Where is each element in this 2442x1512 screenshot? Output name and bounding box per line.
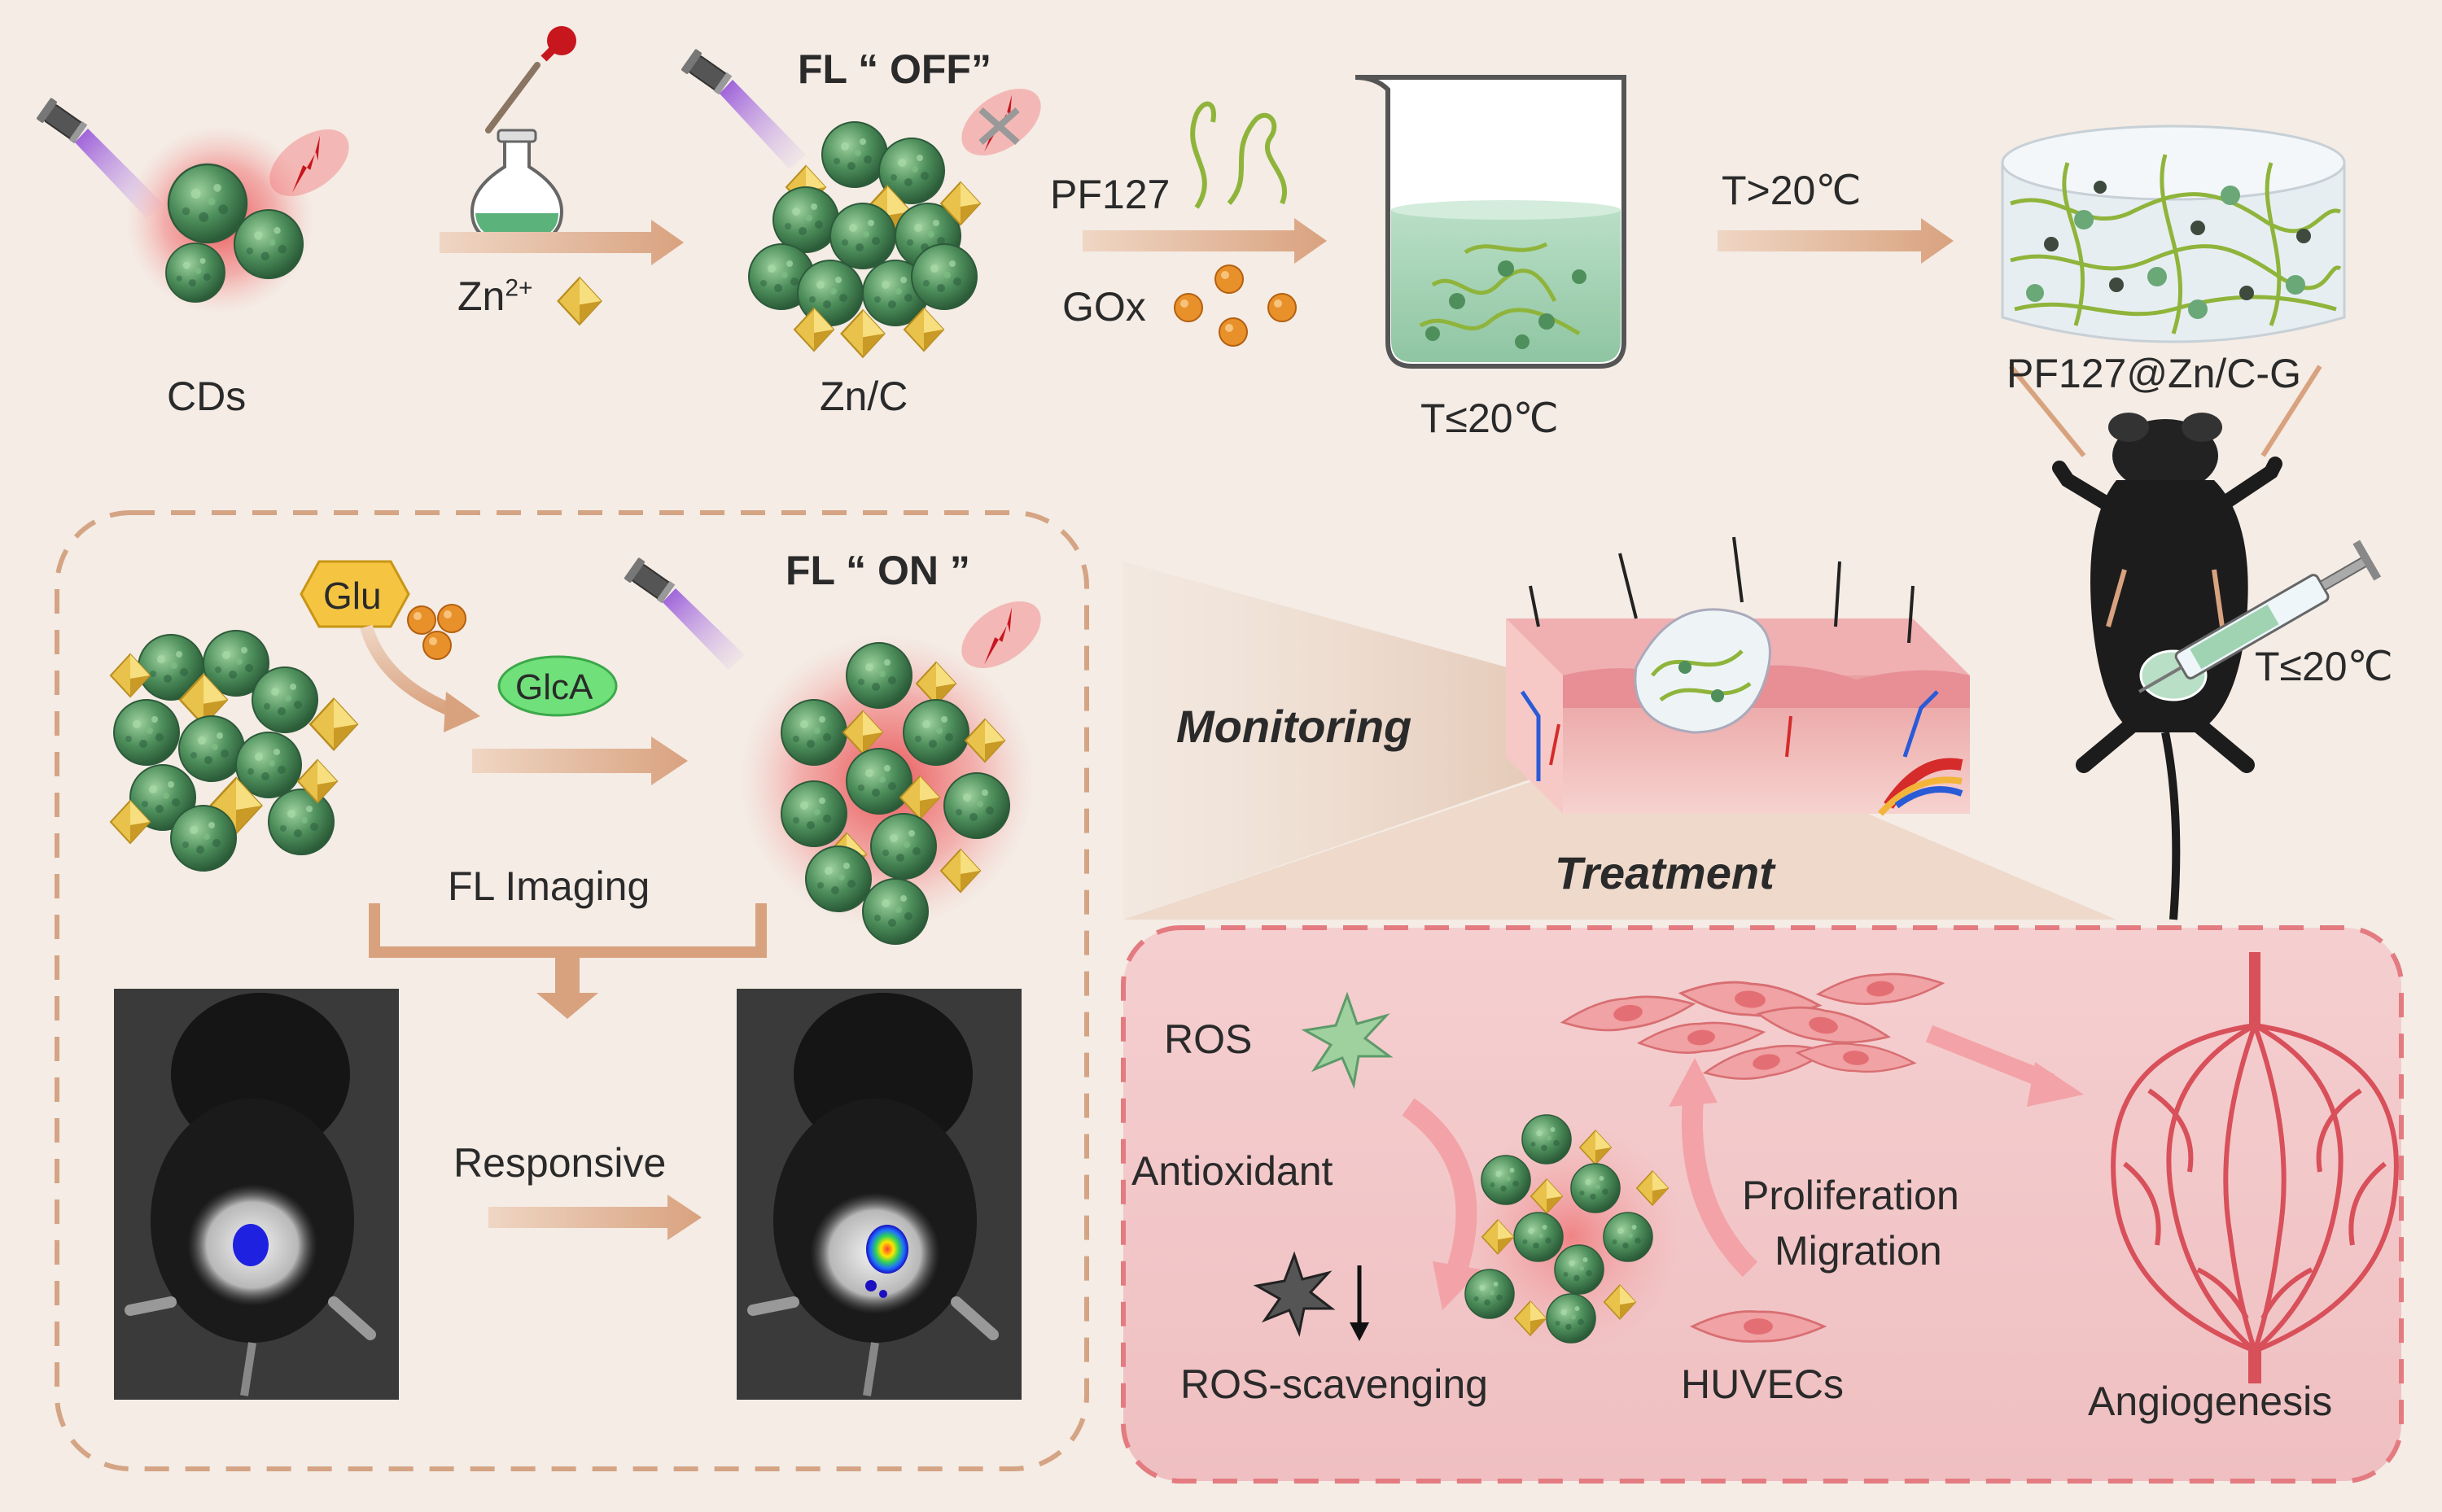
label-responsive: Responsive	[453, 1140, 667, 1186]
label-zn-ion: Zn2+	[457, 273, 533, 320]
skin-wound-icon	[1506, 536, 1970, 816]
label-glca: GlcA	[515, 667, 593, 707]
label-glu: Glu	[323, 575, 382, 617]
label-treatment: Treatment	[1555, 847, 1775, 898]
treatment-panel	[1121, 925, 2404, 1484]
hydrogel-disc	[2001, 125, 2346, 343]
label-cds: CDs	[167, 374, 247, 419]
arrow-responsive	[488, 1195, 702, 1240]
label-temp-low-inject: T≤20℃	[2255, 644, 2393, 689]
label-migration: Migration	[1775, 1228, 1942, 1274]
label-pf127: PF127	[1050, 172, 1171, 217]
ros-star-icon	[1301, 991, 1394, 1090]
label-znc: Zn/C	[820, 374, 908, 419]
beaker-icon	[1354, 75, 1626, 369]
label-huvecs: HUVECs	[1681, 1361, 1845, 1407]
glu-hexagon	[300, 560, 410, 628]
label-ros-scavenging: ROS-scavenging	[1180, 1361, 1488, 1407]
arrow-to-hydrogel	[1718, 218, 1954, 264]
ros-scavenged-icon	[1253, 1251, 1336, 1338]
glca-ellipse	[497, 655, 618, 717]
label-gox: GOx	[1062, 284, 1146, 330]
monitoring-panel	[55, 510, 1089, 1471]
mouse-image-after	[737, 989, 1022, 1400]
cds-illustration	[35, 96, 361, 313]
treatment-funnel	[1123, 732, 2116, 920]
znc-illustration	[680, 47, 1053, 358]
label-proliferation: Proliferation	[1742, 1173, 1959, 1218]
arrow-to-beaker	[1083, 218, 1327, 264]
arrow-off-to-on	[472, 736, 688, 785]
label-zn-ion-charge: 2+	[505, 274, 533, 302]
label-antioxidant: Antioxidant	[1131, 1148, 1333, 1194]
syringe-icon	[2138, 540, 2382, 693]
mouse-image-before	[114, 989, 399, 1400]
label-temp-low-beaker: T≤20℃	[1420, 395, 1559, 441]
label-fl-off: FL “ OFF”	[798, 46, 991, 92]
monitoring-funnel	[1123, 562, 1595, 920]
label-ros: ROS	[1164, 1016, 1253, 1062]
label-zn-ion-base: Zn	[457, 273, 505, 319]
label-temp-high: T>20℃	[1722, 168, 1862, 213]
label-fl-imaging: FL Imaging	[448, 863, 650, 909]
arrow-cds-to-znc	[440, 220, 684, 265]
label-angiogenesis: Angiogenesis	[2088, 1379, 2333, 1424]
label-hydrogel: PF127@Zn/C-G	[2007, 351, 2301, 396]
vessel-network-icon	[2111, 952, 2399, 1383]
fluorescent-cluster	[623, 556, 1053, 945]
label-fl-on: FL “ ON ”	[786, 548, 970, 593]
treatment-cluster	[1457, 1114, 1685, 1351]
label-monitoring: Monitoring	[1176, 701, 1412, 752]
